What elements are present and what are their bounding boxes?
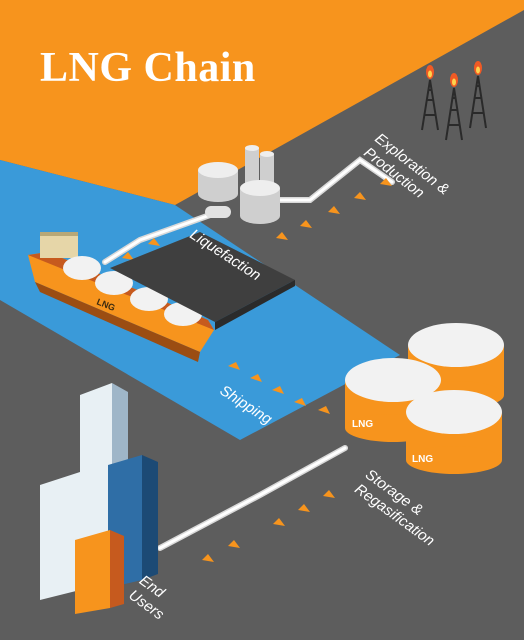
- city-buildings-icon: [40, 383, 158, 614]
- flare-tower-icon: [421, 61, 487, 141]
- flow-arrow-icon: [122, 178, 392, 562]
- orange-backdrop: [0, 0, 524, 205]
- storage-tank-icon: LNG LNG: [345, 323, 504, 474]
- tank-label: LNG: [412, 454, 433, 465]
- jetty: [110, 232, 295, 330]
- pipeline: [102, 156, 395, 551]
- page-title: LNG Chain: [40, 45, 256, 91]
- tank-label: LNG: [352, 419, 373, 430]
- lng-tanker-icon: LNG: [28, 232, 214, 362]
- gas-plant-icon: [198, 145, 280, 224]
